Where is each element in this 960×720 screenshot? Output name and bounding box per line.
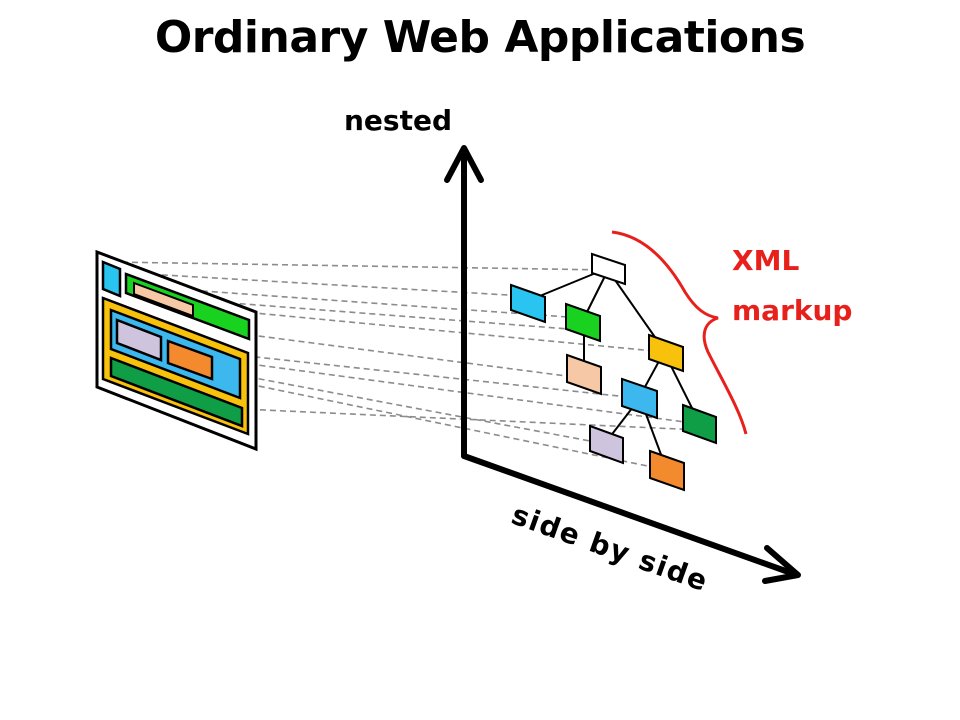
projection-line bbox=[131, 285, 583, 319]
tree-nodes bbox=[510, 252, 717, 492]
tree-node-peach bbox=[566, 353, 602, 396]
horizontal-axis-arrowhead bbox=[762, 545, 801, 584]
tree-node-yellow bbox=[648, 333, 684, 373]
layout-peach-box bbox=[133, 281, 194, 318]
markup-label-line1: XML bbox=[732, 244, 799, 277]
tree-node-darkgreen bbox=[682, 403, 717, 445]
horizontal-axis bbox=[461, 453, 797, 577]
tree-node-green bbox=[565, 302, 601, 343]
page-layout bbox=[95, 249, 258, 452]
tree-node-blue bbox=[621, 377, 658, 420]
markup-brace bbox=[611, 230, 748, 435]
layout-orange-box bbox=[166, 339, 214, 381]
projection-line bbox=[119, 317, 583, 379]
projection-line bbox=[219, 407, 701, 431]
projection-line bbox=[111, 261, 609, 271]
layout-darkgreen-box bbox=[109, 356, 244, 428]
markup-label-line2: markup bbox=[732, 294, 852, 327]
tree-node-lavender bbox=[589, 424, 624, 465]
tree-node-cyan bbox=[510, 283, 546, 324]
axes bbox=[444, 145, 801, 584]
projection-line bbox=[189, 355, 701, 425]
tree-node-orange bbox=[649, 449, 685, 492]
horizontal-axis-label: side by side bbox=[507, 498, 713, 598]
vertical-axis-label: nested bbox=[344, 104, 452, 137]
slide-title: Ordinary Web Applications bbox=[154, 12, 806, 63]
vertical-axis-arrowhead bbox=[444, 145, 484, 183]
layout-lavender-box bbox=[115, 318, 163, 362]
tree-node-root bbox=[591, 252, 626, 286]
layout-cyan-box bbox=[101, 260, 122, 298]
projection-line bbox=[111, 271, 526, 297]
